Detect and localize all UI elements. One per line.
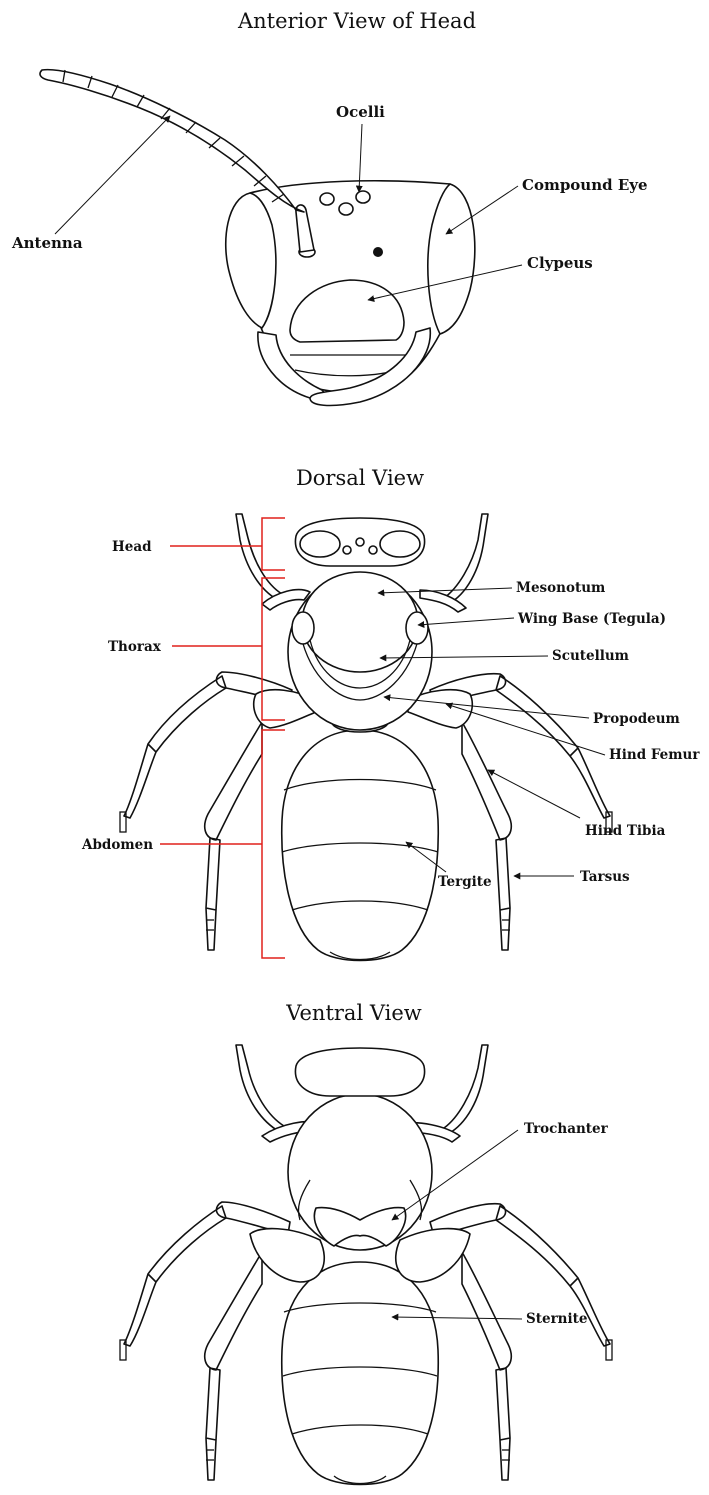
ventral-head <box>295 1048 424 1096</box>
dorsal-abdomen <box>282 730 438 961</box>
leader-wing-base <box>418 618 514 625</box>
anterior-view: Anterior View of Head <box>11 9 648 405</box>
dorsal-mesonotum <box>302 572 418 672</box>
ventral-right-coxa <box>396 1229 470 1282</box>
label-compound-eye: Compound Eye <box>522 176 648 194</box>
anterior-view-title: Anterior View of Head <box>237 9 476 33</box>
ventral-view-title: Ventral View <box>285 1001 422 1025</box>
ventral-left-midleg <box>124 1202 290 1346</box>
left-compound-eye <box>226 193 276 328</box>
label-tergite: Tergite <box>438 874 492 890</box>
label-propodeum: Propodeum <box>593 711 680 727</box>
dorsal-right-hindleg <box>462 722 511 950</box>
label-sternite: Sternite <box>526 1311 587 1327</box>
dorsal-view: Dorsal View <box>81 466 700 961</box>
dorsal-left-hindleg <box>205 722 262 950</box>
ventral-left-antenna <box>236 1045 284 1132</box>
label-thorax: Thorax <box>108 639 162 655</box>
ventral-body-drawing <box>120 1045 612 1485</box>
ventral-right-hindleg <box>462 1252 511 1480</box>
label-antenna: Antenna <box>11 234 83 252</box>
label-ocelli: Ocelli <box>336 103 385 121</box>
label-hind-tibia: Hind Tibia <box>585 823 666 839</box>
dorsal-left-tegula <box>292 612 314 644</box>
label-head: Head <box>112 539 152 555</box>
ventral-view: Ventral View <box>120 1001 612 1485</box>
dorsal-view-title: Dorsal View <box>296 466 424 490</box>
dorsal-right-tegula <box>406 612 428 644</box>
ventral-abdomen <box>282 1262 438 1485</box>
label-clypeus: Clypeus <box>527 254 593 272</box>
label-mesonotum: Mesonotum <box>516 580 605 596</box>
dorsal-left-eye <box>300 531 340 557</box>
dorsal-left-antenna <box>236 514 282 600</box>
label-tarsus: Tarsus <box>580 869 630 885</box>
label-trochanter: Trochanter <box>524 1121 609 1137</box>
label-scutellum: Scutellum <box>552 648 629 664</box>
ventral-left-hindleg <box>205 1252 262 1480</box>
dorsal-right-eye <box>380 531 420 557</box>
ventral-right-antenna <box>444 1045 488 1134</box>
spot-marker <box>373 247 383 257</box>
anterior-head-drawing <box>40 70 475 406</box>
label-abdomen: Abdomen <box>81 837 153 853</box>
bracket-head <box>262 518 285 570</box>
label-wing-base: Wing Base (Tegula) <box>517 611 666 627</box>
label-hind-femur: Hind Femur <box>609 747 700 763</box>
leader-antenna <box>55 116 170 234</box>
